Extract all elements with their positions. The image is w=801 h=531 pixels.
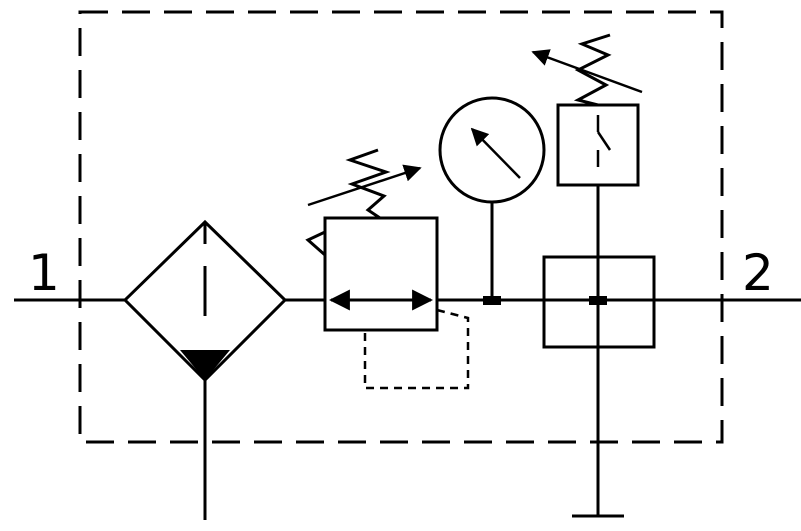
- switch-junction: [589, 296, 607, 305]
- unit-enclosure-boundary: [78, 10, 724, 444]
- outlet-port-label: 2: [742, 244, 774, 302]
- filter-water-separator-symbol: [122, 219, 288, 520]
- switch-adjust-arrow: [531, 49, 643, 94]
- switch-adjustable-spring: [573, 33, 612, 107]
- regulator-pilot-line: [363, 308, 470, 390]
- pressure-switch-symbol: [531, 33, 656, 518]
- gauge-junction: [483, 296, 501, 305]
- regulator-manual-relief: [305, 230, 326, 257]
- pressure-regulator-symbol: [305, 148, 470, 390]
- regulator-adjust-arrow: [307, 164, 422, 207]
- gauge-needle: [470, 127, 521, 179]
- pressure-gauge-symbol: [438, 96, 546, 305]
- inlet-port-label: 1: [28, 244, 60, 302]
- regulator-adjustable-spring: [345, 148, 391, 220]
